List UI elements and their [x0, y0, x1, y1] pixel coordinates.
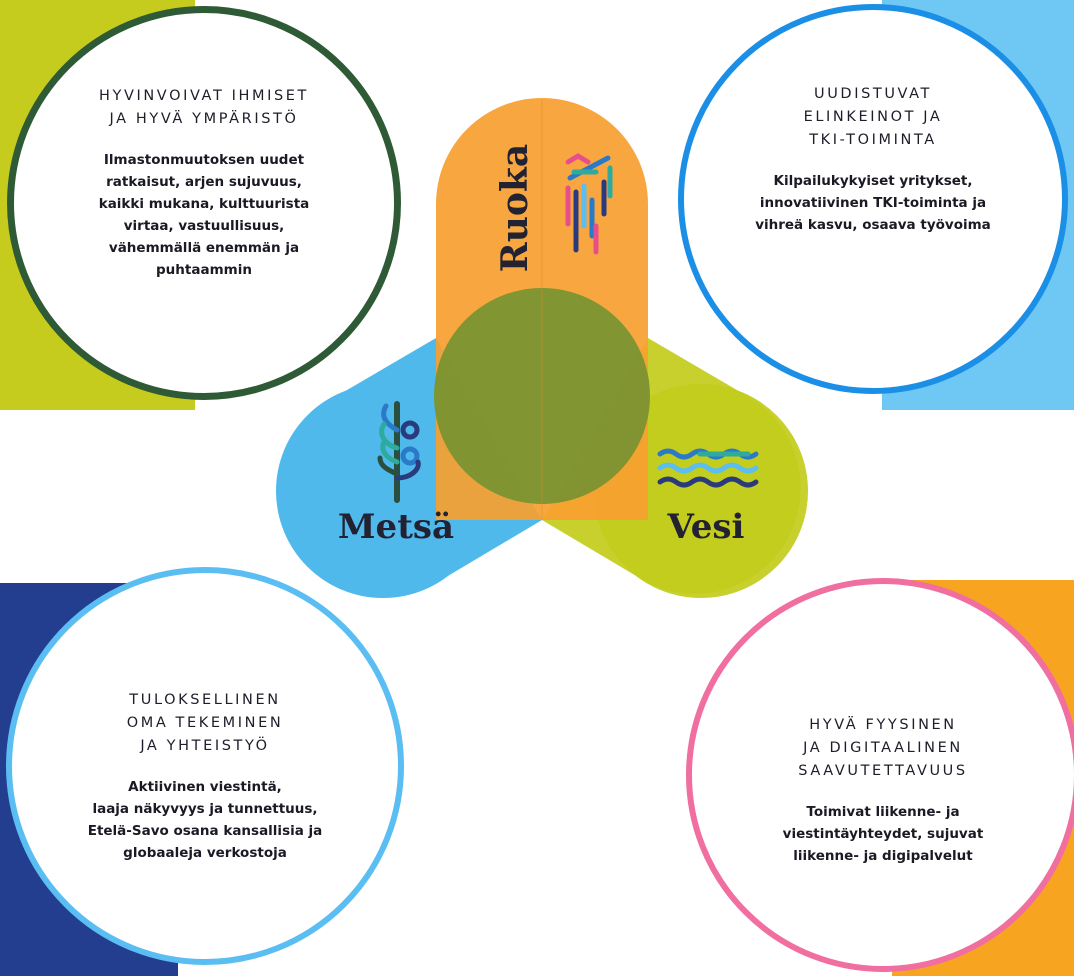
circle-body: Toimivat liikenne- ja viestintäyhteydet,…: [782, 803, 984, 864]
circle-heading: HYVINVOIVAT IHMISET JA HYVÄ YMPÄRISTÖ: [99, 88, 309, 127]
food-icon: [565, 153, 613, 255]
petal-label-ruoka: Ruoka: [494, 144, 536, 272]
petal-label-metsa: Metsä: [338, 507, 454, 547]
circle-heading: HYVÄ FYYSINEN JA DIGITAALINEN SAAVUTETTA…: [798, 716, 968, 779]
theme-circle-accessibility: HYVÄ FYYSINEN JA DIGITAALINEN SAAVUTETTA…: [686, 578, 1074, 972]
circle-body: Kilpailukykyiset yritykset, innovatiivin…: [755, 172, 991, 233]
circle-body: Ilmastonmuutoksen uudet ratkaisut, arjen…: [98, 152, 310, 278]
water-icon: [657, 448, 759, 488]
circle-heading: UUDISTUVAT ELINKEINOT JA TKI-TOIMINTA: [803, 85, 943, 148]
theme-circle-business: UUDISTUVAT ELINKEINOT JA TKI-TOIMINTA Ki…: [678, 4, 1068, 394]
theme-circle-cooperation: TULOKSELLINEN OMA TEKEMINEN JA YHTEISTYÖ…: [6, 567, 404, 965]
forest-icon: [377, 401, 421, 503]
circle-body: Aktiivinen viestintä, laaja näkyvyys ja …: [87, 778, 323, 861]
circle-heading: TULOKSELLINEN OMA TEKEMINEN JA YHTEISTYÖ: [126, 691, 284, 754]
petal-label-vesi: Vesi: [667, 507, 745, 547]
theme-circle-wellbeing: HYVINVOIVAT IHMISET JA HYVÄ YMPÄRISTÖ Il…: [7, 6, 401, 400]
